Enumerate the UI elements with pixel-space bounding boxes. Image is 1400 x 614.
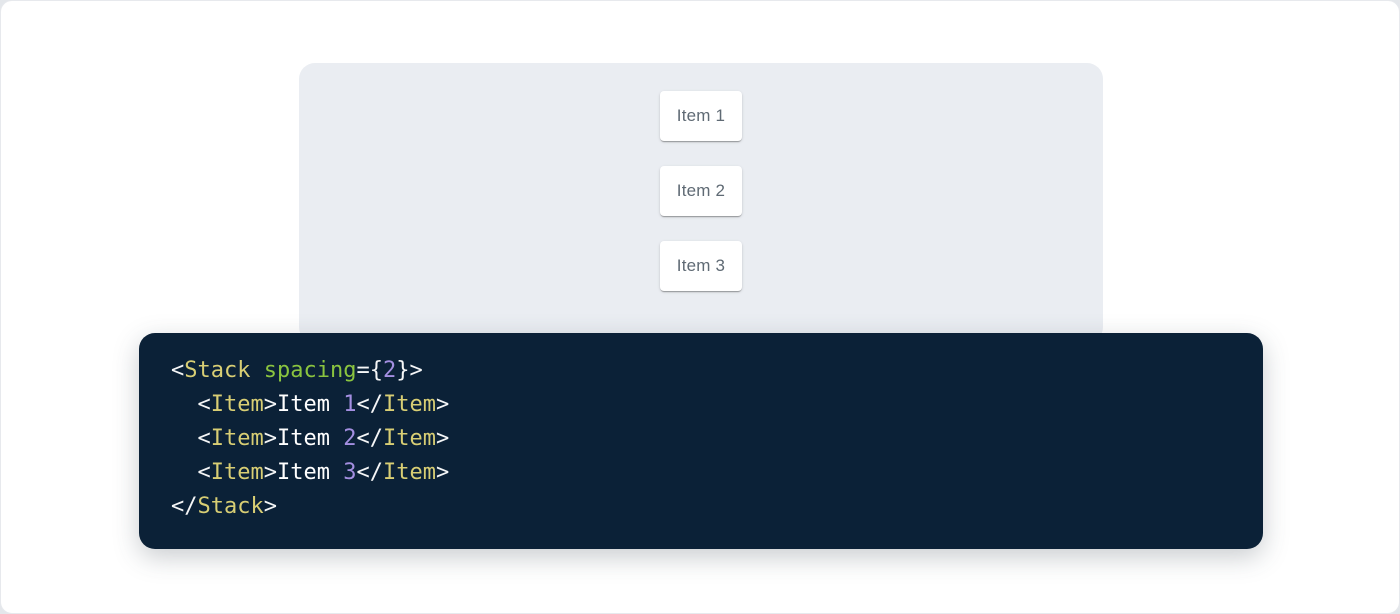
code-content: <Stack spacing={2}> <Item>Item 1</Item> … (171, 354, 1231, 524)
code-token-punct: { (369, 358, 383, 383)
code-token-tag: Stack (197, 494, 264, 519)
code-token-punct: } (396, 358, 410, 383)
code-token-plain: Item (276, 392, 344, 417)
code-token-plain (171, 460, 198, 485)
code-token-plain (250, 358, 263, 383)
code-token-number: 1 (343, 392, 357, 417)
code-token-punct: </ (171, 494, 198, 519)
code-token-punct: > (263, 460, 277, 485)
code-token-punct: < (197, 426, 211, 451)
code-token-punct: > (435, 460, 450, 485)
code-token-attr: spacing (263, 358, 357, 383)
code-line: <Item>Item 3</Item> (171, 456, 1231, 490)
code-snippet[interactable]: <Stack spacing={2}> <Item>Item 1</Item> … (171, 354, 1231, 524)
code-token-tag: Item (382, 426, 436, 451)
code-token-punct: </ (356, 460, 383, 485)
code-line: <Item>Item 2</Item> (171, 422, 1231, 456)
code-token-number: 3 (343, 460, 357, 485)
code-token-tag: Item (210, 392, 264, 417)
code-token-tag: Item (210, 460, 264, 485)
code-token-plain: Item (276, 460, 344, 485)
stack-item-card: Item 1 (660, 91, 742, 141)
code-token-punct: > (435, 426, 450, 451)
code-token-punct: > (409, 358, 423, 383)
code-token-tag: Item (382, 392, 436, 417)
code-line: <Item>Item 1</Item> (171, 388, 1231, 422)
code-token-punct: </ (356, 426, 383, 451)
code-token-punct: < (197, 392, 211, 417)
code-line: <Stack spacing={2}> (171, 354, 1231, 388)
code-token-number: 2 (343, 426, 357, 451)
code-token-punct: > (263, 426, 277, 451)
code-token-punct: < (197, 460, 211, 485)
code-token-plain (171, 426, 198, 451)
code-token-punct: > (263, 392, 277, 417)
code-token-punct: > (435, 392, 450, 417)
code-block: <Stack spacing={2}> <Item>Item 1</Item> … (139, 333, 1263, 549)
code-line: </Stack> (171, 490, 1231, 524)
stack-item-card: Item 3 (660, 241, 742, 291)
code-token-plain (171, 392, 198, 417)
code-token-tag: Stack (184, 358, 251, 383)
code-token-punct: > (263, 494, 277, 519)
code-token-tag: Item (382, 460, 436, 485)
code-token-plain: Item (276, 426, 344, 451)
code-token-punct: < (171, 358, 185, 383)
stack-demo-panel: Item 1 Item 2 Item 3 (299, 63, 1103, 343)
code-token-tag: Item (210, 426, 264, 451)
code-token-punct: </ (356, 392, 383, 417)
stack-item-card: Item 2 (660, 166, 742, 216)
code-token-punct: = (356, 358, 370, 383)
code-token-number: 2 (382, 358, 397, 383)
